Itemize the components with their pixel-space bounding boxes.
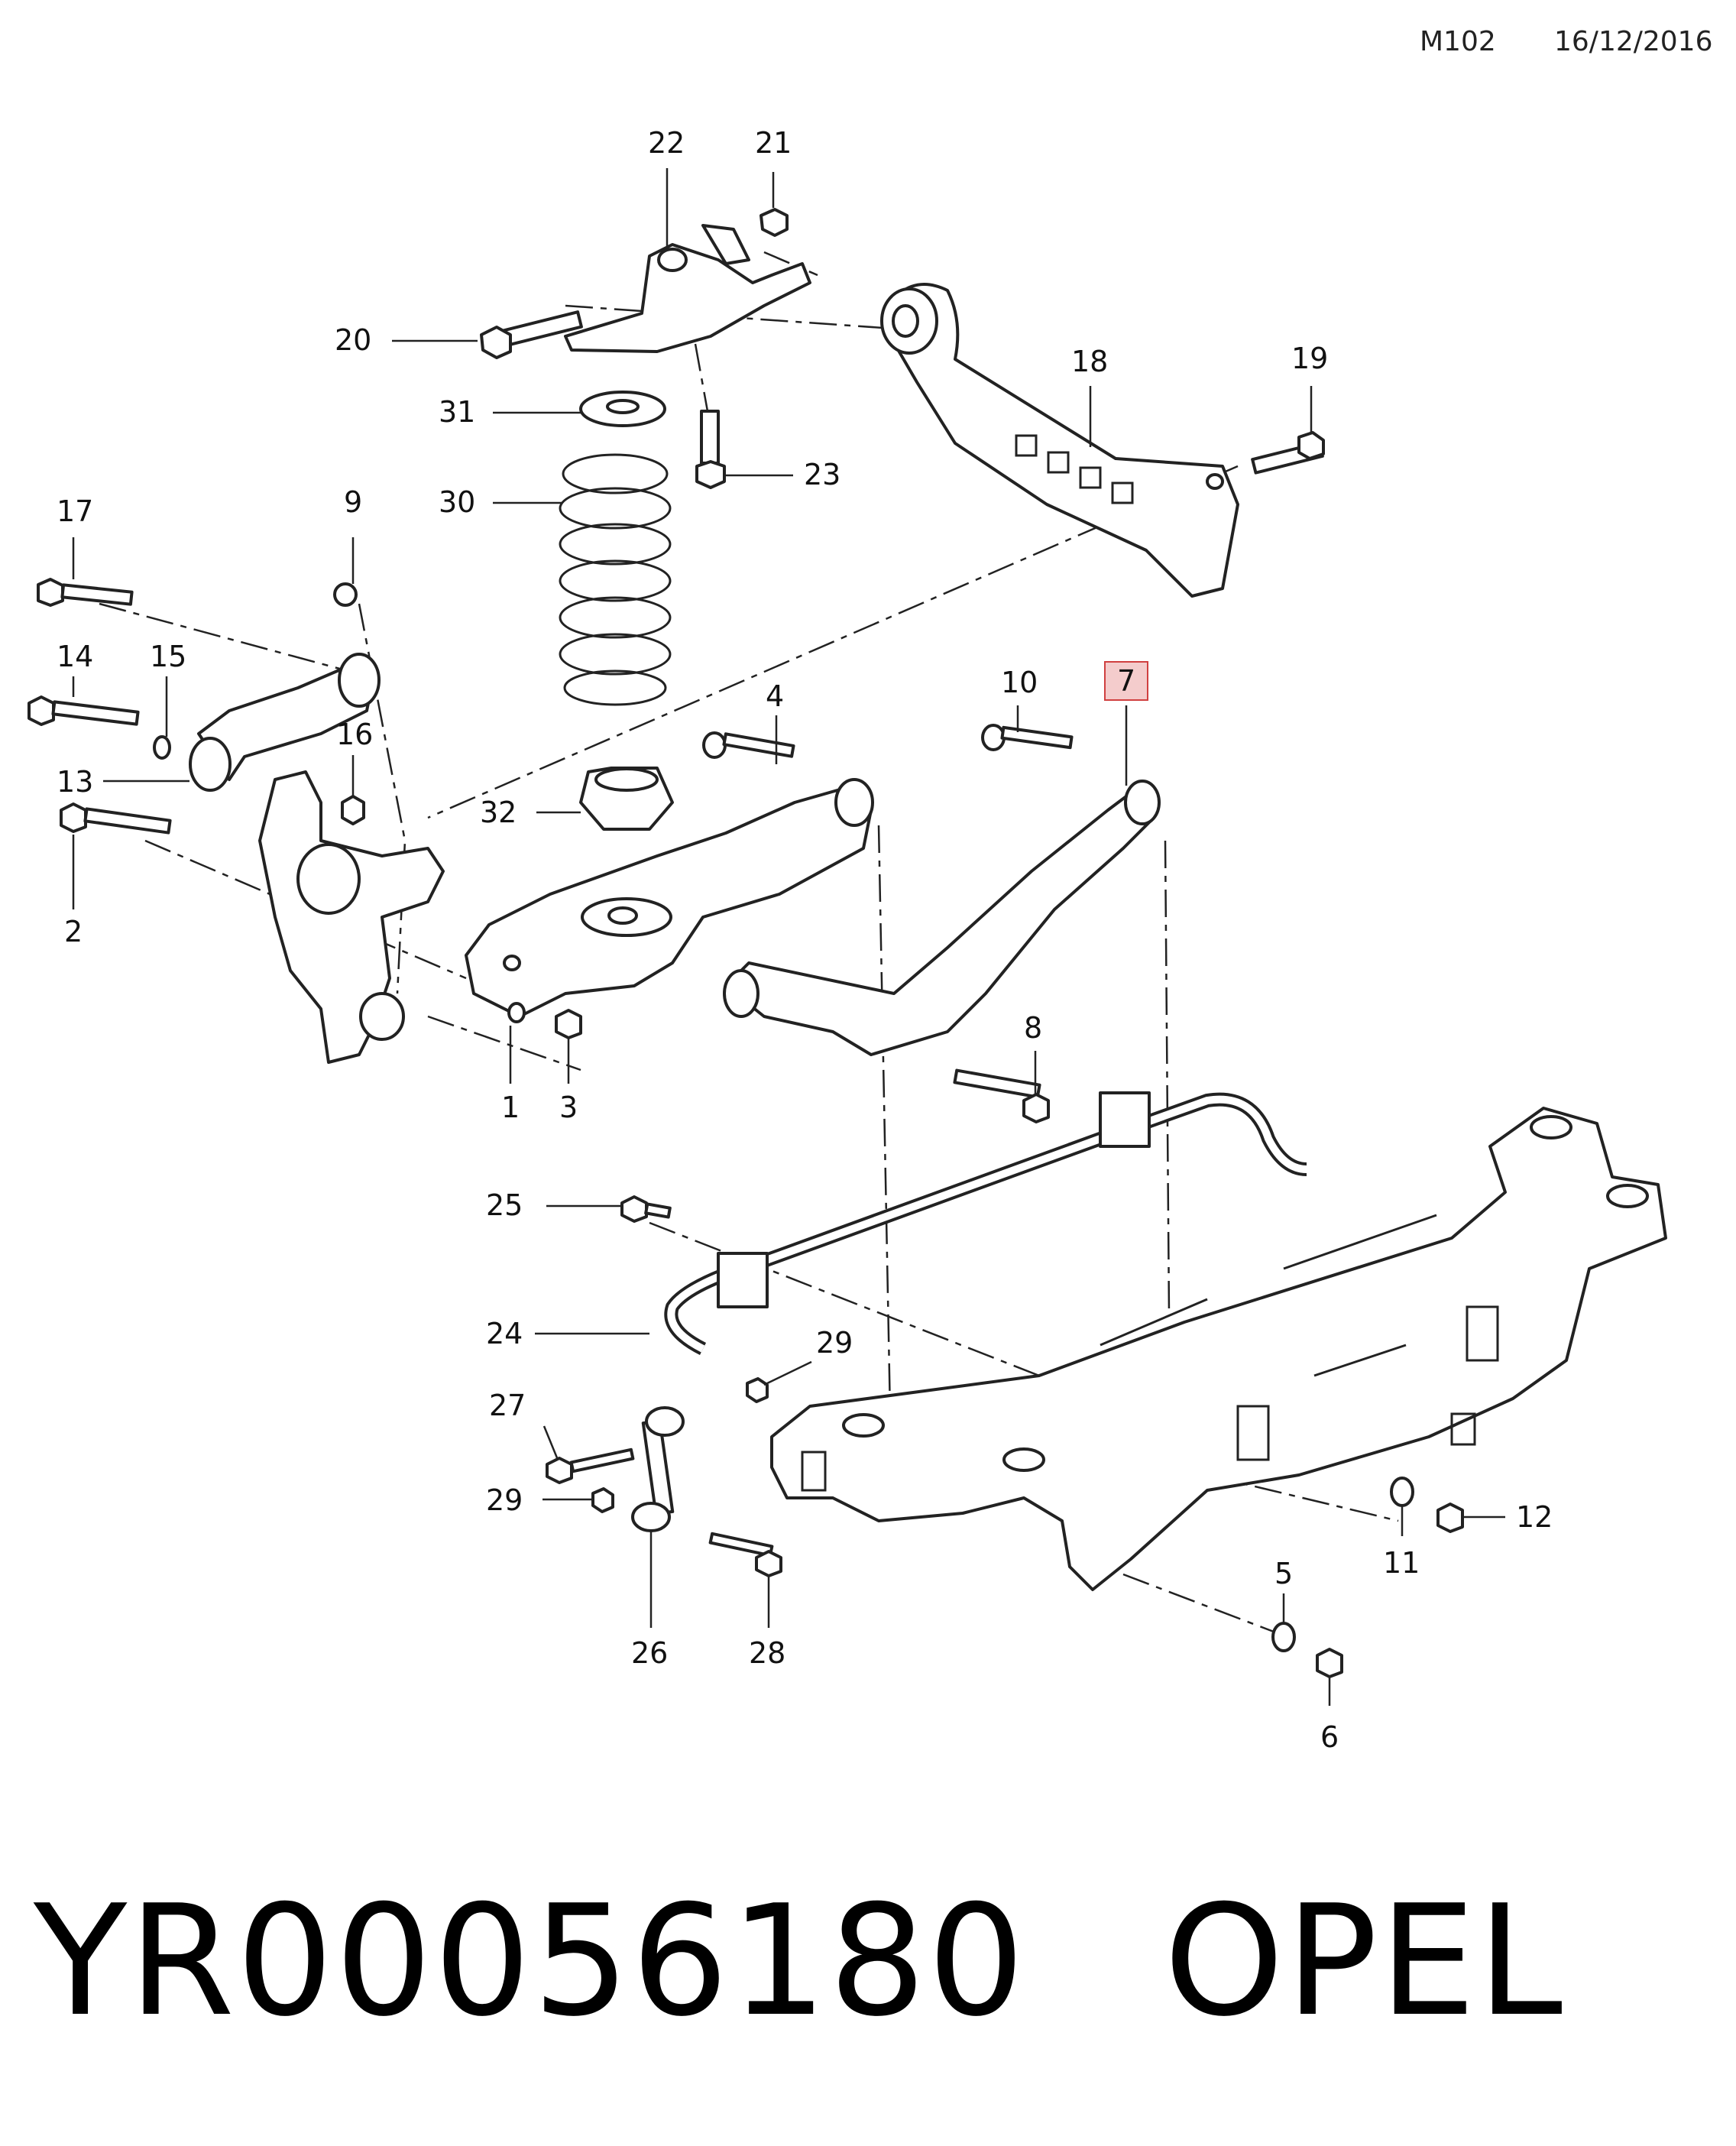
callout-6[interactable]: 6	[1320, 1720, 1339, 1754]
callout-19[interactable]: 19	[1291, 342, 1328, 375]
callout-25[interactable]: 25	[486, 1188, 523, 1222]
stabilizer-bar-24[interactable]	[664, 1092, 1307, 1356]
brand-name: OPEL	[1164, 1872, 1564, 2050]
stabilizer-bushing-left[interactable]	[717, 1252, 769, 1308]
upper-arm-13[interactable]	[189, 653, 381, 792]
bolt-14[interactable]	[28, 695, 140, 726]
stabilizer-bushing-right[interactable]	[1099, 1091, 1151, 1148]
callout-13[interactable]: 13	[57, 765, 93, 799]
callout-29-upper[interactable]: 29	[816, 1326, 853, 1360]
bolt-4[interactable]	[702, 731, 795, 759]
callout-2[interactable]: 2	[64, 915, 83, 948]
bolt-27[interactable]	[546, 1447, 635, 1484]
callout-21[interactable]: 21	[755, 126, 792, 160]
bolt-20[interactable]	[480, 310, 583, 359]
callout-32[interactable]: 32	[480, 796, 517, 829]
callout-29-lower[interactable]: 29	[486, 1483, 523, 1517]
footer-caption: YR00056180 OPEL	[34, 1872, 1564, 2050]
callout-26[interactable]: 26	[631, 1636, 668, 1670]
callout-7[interactable]: 7	[1117, 664, 1135, 698]
callout-3[interactable]: 3	[559, 1091, 578, 1124]
highlight-box-7	[1104, 661, 1148, 701]
callout-8[interactable]: 8	[1024, 1011, 1042, 1045]
suspension-diagram: 22 21 20 18 19 31 23 30 17 9 14 15 16 13…	[28, 126, 1667, 1754]
camber-arm-7[interactable]	[723, 780, 1161, 1056]
bolt-2[interactable]	[60, 802, 172, 835]
diagram-code: M102	[1420, 26, 1496, 57]
bolt-25[interactable]	[620, 1195, 672, 1223]
washer-11[interactable]	[1390, 1477, 1414, 1507]
bolt-28[interactable]	[708, 1532, 782, 1577]
callout-4[interactable]: 4	[766, 679, 784, 713]
callout-12[interactable]: 12	[1516, 1500, 1553, 1534]
callout-14[interactable]: 14	[57, 640, 93, 673]
stabilizer-link-26[interactable]	[631, 1406, 685, 1532]
callout-15[interactable]: 15	[150, 640, 186, 673]
callout-16[interactable]: 16	[336, 718, 373, 751]
callout-1[interactable]: 1	[501, 1091, 520, 1124]
callout-27[interactable]: 27	[489, 1389, 526, 1422]
callout-22[interactable]: 22	[648, 126, 685, 160]
nut-6[interactable]	[1316, 1648, 1343, 1678]
trailing-link-18[interactable]	[880, 283, 1239, 598]
callout-labels: 22 21 20 18 19 31 23 30 17 9 14 15 16 13…	[57, 126, 1553, 1754]
callout-18[interactable]: 18	[1071, 345, 1108, 378]
diagram-date: 16/12/2016	[1554, 26, 1713, 57]
bolt-17[interactable]	[37, 578, 134, 607]
lower-control-arm-1[interactable]	[465, 778, 874, 1018]
callout-17[interactable]: 17	[57, 494, 93, 528]
callout-30[interactable]: 30	[439, 485, 475, 519]
callout-24[interactable]: 24	[486, 1317, 523, 1350]
washer-9[interactable]	[333, 582, 358, 607]
bolt-19[interactable]	[1251, 431, 1325, 475]
callout-20[interactable]: 20	[335, 323, 371, 357]
assembly-lines	[99, 251, 1399, 1637]
part-number: YR00056180	[34, 1872, 1027, 2050]
rear-subframe	[770, 1107, 1667, 1591]
bolt-23[interactable]	[695, 410, 726, 489]
upper-mount-bracket[interactable]	[564, 224, 811, 353]
washer-5[interactable]	[1271, 1622, 1296, 1652]
callout-28[interactable]: 28	[749, 1636, 785, 1670]
washer-15[interactable]	[153, 735, 171, 760]
bolt-10[interactable]	[981, 724, 1074, 751]
nut-21[interactable]	[760, 208, 789, 237]
callout-9[interactable]: 9	[344, 485, 362, 519]
callout-10[interactable]: 10	[1001, 666, 1038, 699]
leader-lines	[72, 168, 1505, 1706]
callout-5[interactable]: 5	[1274, 1557, 1293, 1590]
bump-stop-32[interactable]	[579, 767, 674, 831]
nut-12[interactable]	[1436, 1503, 1464, 1533]
coil-spring-30[interactable]	[559, 453, 672, 706]
bolt-8[interactable]	[953, 1068, 1050, 1123]
callout-31[interactable]: 31	[439, 395, 475, 429]
nut-16[interactable]	[341, 795, 365, 825]
nut-3[interactable]	[507, 1002, 582, 1039]
nut-29-upper[interactable]	[746, 1377, 769, 1403]
callout-11[interactable]: 11	[1383, 1546, 1420, 1580]
callout-23[interactable]: 23	[804, 458, 840, 491]
spring-seat-31[interactable]	[579, 391, 666, 427]
steering-knuckle	[258, 770, 445, 1064]
nut-29-lower[interactable]	[591, 1487, 614, 1513]
